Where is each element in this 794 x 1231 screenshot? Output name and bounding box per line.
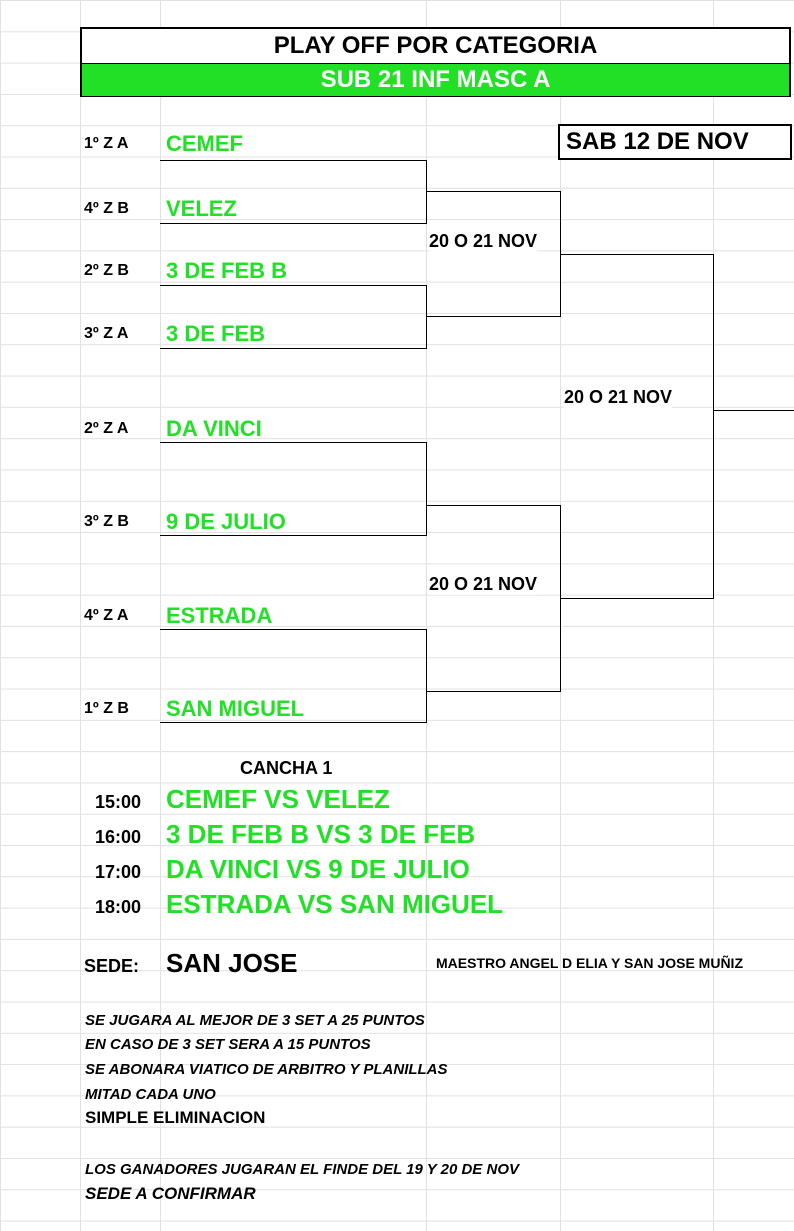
bracket-line	[160, 160, 426, 161]
note-line: MITAD CADA UNO	[85, 1086, 216, 1103]
bracket-line	[426, 191, 560, 192]
seed-label: 4º Z B	[84, 200, 129, 217]
note-line: SEDE A CONFIRMAR	[85, 1184, 256, 1203]
bracket-line	[426, 442, 427, 536]
note-line: EN CASO DE 3 SET SERA A 15 PUNTOS	[85, 1036, 371, 1053]
match-time: 18:00	[95, 897, 142, 917]
match-label: CEMEF VS VELEZ	[166, 784, 390, 814]
note-line: SE ABONARA VIATICO DE ARBITRO Y PLANILLA…	[85, 1061, 448, 1078]
bracket-line	[426, 629, 427, 723]
note-line: SIMPLE ELIMINACION	[85, 1108, 266, 1127]
team-name: 3 DE FEB B	[166, 258, 288, 283]
match-label: DA VINCI VS 9 DE JULIO	[166, 854, 470, 884]
note-line: SE JUGARA AL MEJOR DE 3 SET A 25 PUNTOS	[85, 1012, 425, 1029]
match-time: 15:00	[95, 792, 142, 812]
seed-label: 2º Z A	[84, 420, 129, 437]
team-name: DA VINCI	[166, 416, 262, 441]
category-banner: SUB 21 INF MASC A	[82, 64, 789, 96]
seed-label: 2º Z B	[84, 262, 129, 279]
seed-label: 3º Z A	[84, 325, 129, 342]
bracket-line	[560, 598, 713, 599]
team-name: SAN MIGUEL	[166, 696, 305, 721]
match-label: 3 DE FEB B VS 3 DE FEB	[166, 819, 476, 849]
venue-label: SEDE:	[84, 956, 140, 976]
team-name: CEMEF	[166, 131, 243, 156]
page-title: PLAY OFF POR CATEGORIA	[82, 29, 789, 64]
bracket-line	[426, 505, 560, 506]
bracket-line	[160, 629, 426, 630]
seed-label: 1º Z B	[84, 700, 129, 717]
bracket-line	[426, 316, 560, 317]
venue-address: MAESTRO ANGEL D ELIA Y SAN JOSE MUÑIZ	[436, 955, 744, 971]
bracket-line	[426, 691, 560, 692]
match-time: 17:00	[95, 862, 142, 882]
match-time: 16:00	[95, 827, 142, 847]
bracket-line	[426, 160, 427, 224]
grid-column-line	[80, 0, 81, 1231]
note-line: LOS GANADORES JUGARAN EL FINDE DEL 19 Y …	[85, 1161, 519, 1178]
match-label: ESTRADA VS SAN MIGUEL	[166, 889, 504, 919]
bracket-line	[160, 285, 426, 286]
seed-label: 3º Z B	[84, 513, 129, 530]
round-date: 20 O 21 NOV	[429, 574, 538, 595]
seed-label: 4º Z A	[84, 607, 129, 624]
bracket-line	[560, 254, 713, 255]
team-name: ESTRADA	[166, 603, 273, 628]
bracket-line	[160, 722, 426, 723]
bracket-line	[426, 285, 427, 349]
seed-label: 1º Z A	[84, 135, 129, 152]
team-name: VELEZ	[166, 196, 237, 221]
grid-column-line	[160, 0, 161, 1231]
bracket-line	[160, 442, 426, 443]
bracket-line	[160, 535, 426, 536]
team-name: 9 DE JULIO	[166, 509, 286, 534]
team-name: 3 DE FEB	[166, 321, 266, 346]
bracket-line	[160, 223, 426, 224]
round-date: 20 O 21 NOV	[564, 387, 673, 408]
date-box: SAB 12 DE NOV	[558, 124, 792, 160]
round-date: 20 O 21 NOV	[429, 231, 538, 252]
grid-column-line	[713, 0, 714, 1231]
bracket-line	[713, 410, 794, 411]
title-box: PLAY OFF POR CATEGORIA SUB 21 INF MASC A	[80, 27, 791, 97]
venue-name: SAN JOSE	[166, 948, 298, 978]
bracket-line	[160, 348, 426, 349]
grid-column-line	[426, 0, 427, 1231]
bracket-line	[713, 254, 714, 599]
court-label: CANCHA 1	[240, 758, 333, 778]
